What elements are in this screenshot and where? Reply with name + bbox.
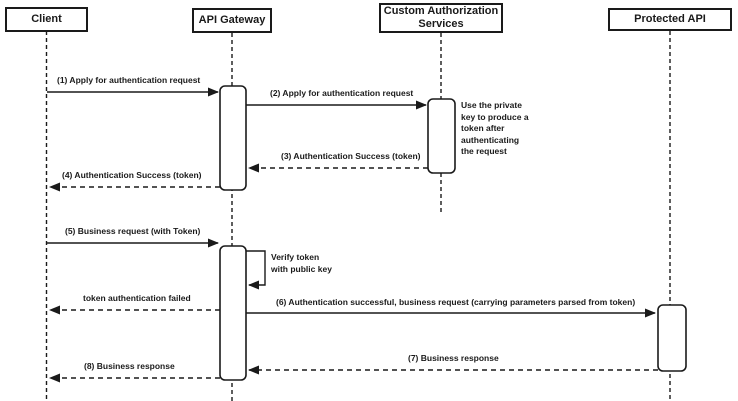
activation-bar-protected-api: [657, 304, 687, 372]
activation-bar-gateway-business: [219, 245, 247, 381]
message-label-m6: (6) Authentication successful, business …: [276, 297, 636, 307]
message-label-m5: (5) Business request (with Token): [65, 226, 201, 236]
arrow-self-verify-token: [246, 250, 266, 290]
note-private-key: Use the private key to produce a token a…: [461, 100, 529, 156]
participant-client: Client: [5, 7, 88, 32]
message-label-m8: (8) Business response: [84, 361, 175, 371]
participant-custom-authorization-services: Custom Authorization Services: [379, 3, 503, 33]
participant-client-label: Client: [31, 13, 62, 26]
participant-protected-api-label: Protected API: [634, 13, 706, 26]
message-label-m1: (1) Apply for authentication request: [57, 75, 201, 85]
message-label-verify-token: Verify token with public key: [271, 252, 332, 274]
message-label-m7: (7) Business response: [408, 353, 499, 363]
participant-api-gateway-label: API Gateway: [198, 14, 266, 27]
activation-bar-custom-auth: [427, 98, 456, 174]
activation-bar-gateway-auth: [219, 85, 247, 191]
message-label-m3: (3) Authentication Success (token): [281, 151, 421, 161]
message-label-m2: (2) Apply for authentication request: [270, 88, 414, 98]
participant-protected-api: Protected API: [608, 8, 732, 31]
participant-api-gateway: API Gateway: [192, 8, 272, 33]
participant-custom-authorization-services-label: Custom Authorization Services: [383, 5, 499, 30]
message-label-m4: (4) Authentication Success (token): [62, 170, 202, 180]
message-label-token-failed: token authentication failed: [83, 293, 191, 303]
